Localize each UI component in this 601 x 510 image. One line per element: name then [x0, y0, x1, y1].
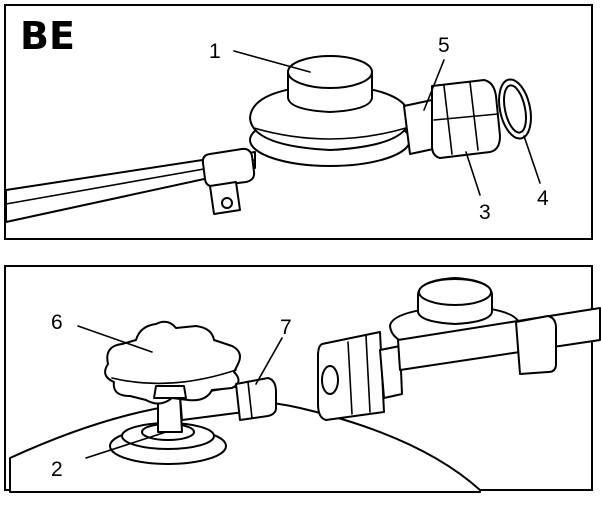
callout-1: 1 [209, 40, 221, 63]
sealing-ring [498, 78, 532, 140]
callout-5: 5 [438, 34, 450, 57]
hose-clamp [201, 147, 256, 215]
callout-6: 6 [51, 311, 63, 334]
callout-3: 3 [479, 201, 491, 224]
callout-4: 4 [537, 187, 549, 210]
leader-line-2 [85, 431, 167, 459]
leader-line-1 [233, 50, 311, 73]
regulator-outlet-nut [403, 79, 501, 159]
regulator-lower [317, 277, 601, 421]
pressure-regulator [249, 55, 411, 167]
handwheel [104, 320, 241, 405]
leader-line-7 [255, 337, 283, 385]
leader-line-5 [423, 59, 445, 111]
callout-2: 2 [51, 458, 63, 481]
valve-outlet [235, 377, 277, 421]
leader-line-6 [77, 325, 153, 353]
figure-title: BE [20, 14, 75, 58]
leader-line-4 [523, 135, 541, 184]
leader-line-3 [465, 151, 481, 196]
gas-cylinder-top [9, 399, 481, 493]
callout-7: 7 [280, 316, 292, 339]
